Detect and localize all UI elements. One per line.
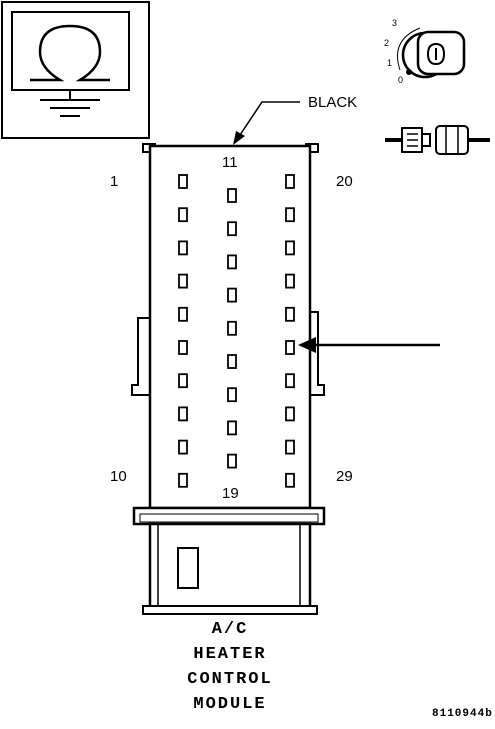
pin-cavity-28	[285, 439, 295, 455]
pin-cavity-21	[285, 207, 295, 223]
module-title-line-3: CONTROL	[187, 670, 273, 689]
pin-cavity-3	[178, 240, 188, 256]
key-position-3: 3	[392, 18, 398, 28]
color-leader	[233, 101, 300, 145]
pin-cavity-8	[178, 406, 188, 422]
pin-cavity-17	[227, 387, 237, 403]
pin-cavity-5	[178, 306, 188, 322]
pin-cavity-6	[178, 340, 188, 355]
module-title-line-4: MODULE	[193, 695, 267, 714]
pin-cavity-1	[178, 174, 188, 189]
key-position-0: 0	[398, 75, 404, 85]
pin-cavity-26	[285, 373, 295, 389]
pin-cavity-7	[178, 373, 188, 389]
module-title-line-1: A/C	[211, 620, 249, 639]
module-title-line-2: HEATER	[193, 645, 267, 664]
pin-label-10: 10	[110, 468, 127, 485]
pin-label-29: 29	[336, 468, 353, 485]
pin-cavity-4	[178, 273, 188, 289]
pin-cavity-12	[227, 221, 237, 237]
pin-cavity-18	[227, 420, 237, 436]
key-position-1: 1	[387, 58, 393, 68]
pin-cavity-13	[227, 254, 237, 270]
pin-cavity-10	[178, 472, 188, 488]
pin-cavity-19	[227, 453, 237, 469]
pin-label-1: 1	[110, 173, 119, 190]
pin-cavity-27	[285, 406, 295, 422]
pin-cavity-14	[227, 287, 237, 303]
pin-cavity-20	[285, 174, 295, 189]
pin-label-20: 20	[336, 173, 353, 190]
pin-cavity-highlighted	[285, 340, 295, 355]
pin-cavities	[178, 174, 295, 488]
pin-cavity-9	[178, 439, 188, 455]
pin-cavity-11	[227, 188, 237, 203]
pin-cavity-2	[178, 207, 188, 223]
pin-cavity-24	[285, 306, 295, 322]
connector-color-label: BLACK	[308, 94, 358, 111]
pin-cavity-22	[285, 240, 295, 256]
pin-label-19: 19	[222, 485, 239, 502]
ground-icon	[1, 1, 150, 139]
cavity-pointer-arrow	[298, 337, 440, 353]
pin-cavity-29	[285, 472, 295, 488]
connector-body	[131, 143, 326, 615]
pin-label-11: 11	[222, 154, 238, 171]
figure-id: 8110944b	[432, 708, 493, 720]
pin-cavity-16	[227, 354, 237, 369]
pin-cavity-15	[227, 320, 237, 336]
ignition-key-icon	[397, 27, 466, 79]
key-position-2: 2	[384, 38, 390, 48]
connector-plug-icon	[385, 125, 490, 155]
pin-cavity-23	[285, 273, 295, 289]
